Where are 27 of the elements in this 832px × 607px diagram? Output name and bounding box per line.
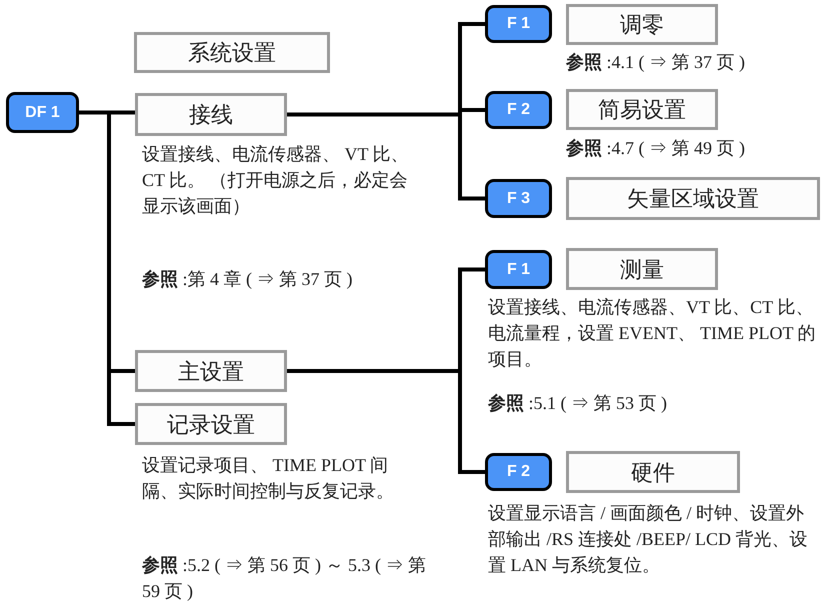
function-key: F 1	[485, 250, 552, 289]
connector-line	[79, 110, 135, 426]
menu-box: 系统设置	[134, 32, 330, 73]
function-key: F 2	[485, 453, 552, 491]
description-text: 设置接线、电流传感器、VT 比、CT 比、电流量程，设置 EVENT、 TIME PLOT 的项目。	[488, 296, 817, 371]
function-key: F 2	[485, 91, 552, 129]
function-key: F 3	[485, 179, 552, 218]
menu-box: 简易设置	[566, 89, 718, 130]
menu-box: 硬件	[566, 451, 740, 493]
description-text: 参照 :5.1 ( ⇒ 第 53 页 )	[488, 392, 668, 415]
description-text: 设置接线、电流传感器、 VT 比、 CT 比。 （打开电源之后，必定会显示该画面）	[142, 143, 410, 218]
description-text: 参照 :第 4 章 ( ⇒ 第 37 页 )	[142, 268, 354, 291]
description-text: 参照 :4.1 ( ⇒ 第 37 页 )	[566, 51, 746, 74]
function-key: DF 1	[6, 92, 79, 133]
menu-box: 矢量区域设置	[566, 177, 820, 220]
description-text: 设置记录项目、 TIME PLOT 间隔、实际时间控制与反复记录。	[142, 454, 395, 503]
description-text: 参照 :5.2 ( ⇒ 第 56 页 ) ～ 5.3 ( ⇒ 第 59 页 )	[142, 554, 427, 603]
function-key: F 1	[485, 5, 552, 43]
connector-line	[287, 112, 485, 200]
description-text: 参照 :4.7 ( ⇒ 第 49 页 )	[566, 137, 746, 160]
menu-box: 接线	[135, 93, 287, 136]
menu-box: 测量	[566, 248, 718, 290]
menu-box: 调零	[566, 4, 718, 45]
menu-box: 主设置	[135, 350, 287, 392]
connector-line	[287, 369, 485, 474]
description-text: 设置显示语言 / 画面颜色 / 时钟、设置外部输出 /RS 连接处 /BEEP/ LCD 背光、设置 LAN 与系统复位。	[488, 502, 809, 577]
menu-box: 记录设置	[135, 403, 287, 445]
